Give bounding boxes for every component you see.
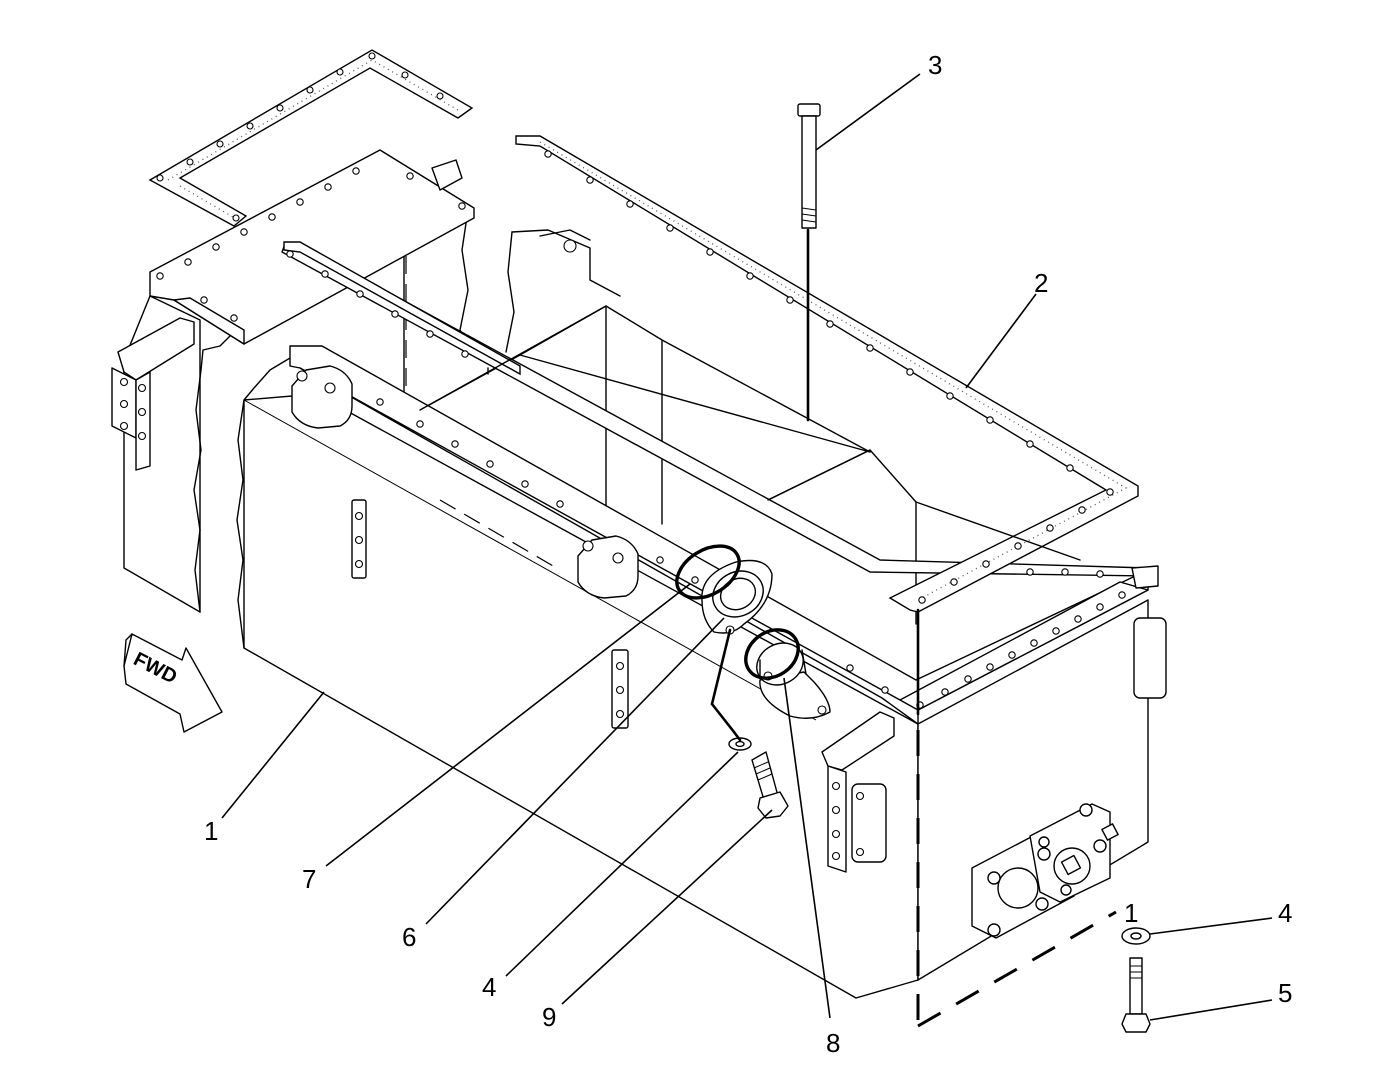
- left-bracket: [111, 317, 195, 471]
- callout-labels: 3 2 1 7 6 4 9 8 4 5: [204, 50, 1292, 1058]
- trough-interior: [419, 229, 1081, 561]
- end-cover-plate: [971, 803, 1119, 939]
- bolt-item-9: [751, 751, 789, 819]
- leader-lines: [221, 73, 1273, 1021]
- callout-4-center: 4: [482, 972, 496, 1002]
- mounting-pads: [291, 365, 639, 599]
- forward-direction-arrow: FWD: [123, 633, 223, 733]
- front-plates: [351, 499, 629, 729]
- o-ring-item-8: [744, 628, 800, 680]
- gasket-left: [148, 49, 474, 227]
- o-ring-item-7: [675, 544, 741, 600]
- bolt-item-3: [797, 103, 920, 716]
- section-marker-label: 1: [1124, 898, 1138, 928]
- section-line: 1: [916, 730, 1138, 1028]
- callout-9: 9: [542, 1002, 556, 1032]
- washer-item-4-right: [1121, 927, 1151, 945]
- callout-1: 1: [204, 816, 218, 846]
- callout-6: 6: [402, 922, 416, 952]
- callout-5: 5: [1278, 978, 1292, 1008]
- gasket-holes: [544, 150, 1114, 604]
- right-bracket: [821, 617, 1167, 873]
- tank-end-face: [917, 599, 1149, 981]
- bolt-item-5: [1121, 957, 1151, 1033]
- gasket-main: [283, 135, 1139, 613]
- callout-7: 7: [302, 864, 316, 894]
- callout-2: 2: [1034, 268, 1048, 298]
- outlet-flange: [701, 559, 831, 719]
- washer-item-4-center: [710, 628, 752, 751]
- rim-holes: [156, 167, 1126, 709]
- callout-8: 8: [826, 1028, 840, 1058]
- tank-end-rim: [899, 581, 1149, 711]
- callout-3: 3: [928, 50, 942, 80]
- callout-4-right: 4: [1278, 898, 1292, 928]
